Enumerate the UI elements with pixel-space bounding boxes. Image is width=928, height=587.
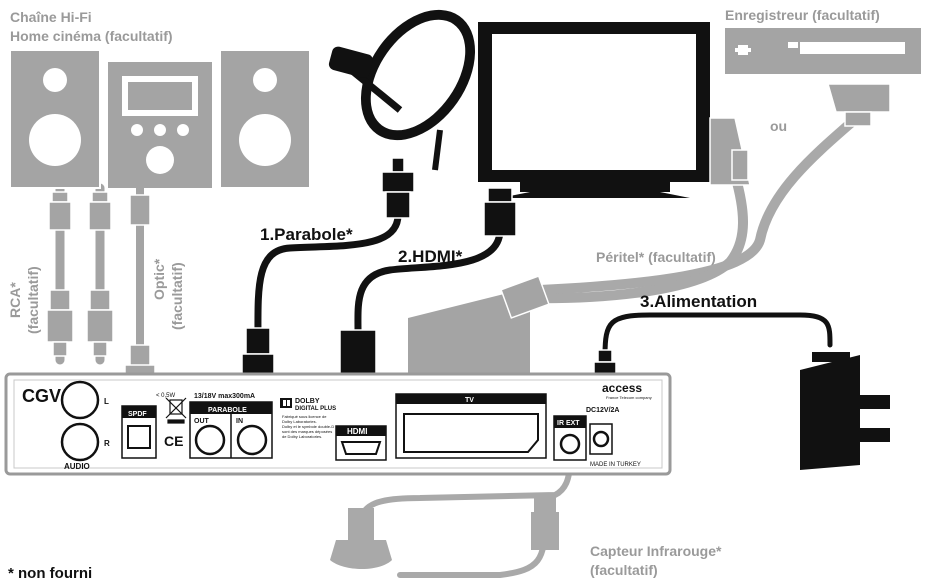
dolby-note-1: Fabriqué sous licence de: [282, 414, 327, 419]
rca-label: RCA* (facultatif): [7, 266, 41, 334]
power-cable: [602, 312, 833, 358]
dc-port: [589, 423, 613, 455]
audio-r-label: R: [104, 439, 110, 448]
parabole-ports: [189, 401, 273, 459]
tv-port-label: TV: [465, 397, 474, 404]
hifi-speaker-left: [9, 49, 101, 189]
peritel-connector-icon: [408, 275, 550, 380]
optic-label-line1: Optic*: [151, 258, 167, 300]
dolby-line2: DIGITAL PLUS: [295, 406, 336, 412]
ir-ext-port: [553, 415, 587, 461]
parabole-label: 1.Parabole*: [260, 225, 353, 244]
rca-label-line1: RCA*: [7, 282, 23, 318]
audio-jack-r: [60, 422, 100, 462]
audio-label: AUDIO: [64, 462, 90, 471]
recorder-label: Enregistreur (facultatif): [725, 7, 880, 23]
parabole-plug-icon: [241, 157, 415, 391]
dolby-logo-icon: [280, 398, 292, 408]
out-label: OUT: [194, 418, 210, 425]
made-in: MADE IN TURKEY: [590, 462, 641, 468]
parabole-port-label: PARABOLE: [208, 407, 247, 414]
rca-label-line2: (facultatif): [25, 266, 41, 334]
recorder-icon: [725, 28, 921, 74]
weee-bin-icon: [165, 397, 187, 424]
in-label: IN: [236, 418, 243, 425]
dolby-note-4: sont des marques déposées: [282, 429, 332, 434]
optic-label-line2: (facultatif): [169, 262, 185, 330]
alimentation-label: 3.Alimentation: [640, 292, 757, 311]
dolby-line1: DOLBY: [295, 398, 320, 405]
dolby-note-5: de Dolby Laboratories.: [282, 434, 322, 439]
ou-label: ou: [770, 118, 787, 134]
spdf-port: [121, 405, 157, 459]
capteur-label-line2: (facultatif): [590, 562, 658, 578]
peritel-label: Péritel* (facultatif): [596, 249, 716, 265]
hdmi-port-label: HDMI: [347, 427, 367, 436]
hdmi-label: 2.HDMI*: [398, 247, 463, 266]
hdmi-port: [335, 425, 387, 461]
ir-ext-label: IR EXT: [557, 420, 580, 427]
tv-icon: [478, 22, 710, 198]
access-sub: France Telecom company: [606, 395, 652, 400]
ce-mark: CE: [164, 433, 183, 449]
dc-rating: DC12V/2A: [586, 407, 619, 414]
hifi-label-line1: Chaîne Hi-Fi: [10, 9, 92, 25]
power-note: < 0,5W: [156, 393, 176, 399]
power-adapter-icon: [800, 352, 890, 470]
hifi-speaker-right: [219, 49, 311, 189]
satellite-dish-icon: [328, 9, 476, 171]
lnb-spec: 13/18V max300mA: [194, 393, 255, 400]
spdf-label: SPDF: [128, 411, 147, 418]
hifi-label-line2: Home cinéma (facultatif): [10, 28, 173, 44]
audio-l-label: L: [104, 397, 109, 406]
rca-plug-icon: [46, 191, 114, 357]
parabole-cable: [254, 211, 402, 349]
capteur-label-line1: Capteur Infrarouge*: [590, 543, 722, 559]
hdmi-cable: [354, 226, 504, 334]
dolby-note-3: Dolby et le symbole double-D: [282, 424, 334, 429]
ir-sensor-icon: [330, 498, 559, 569]
peritel-cable: [515, 110, 865, 304]
peritel-plug-icon: [709, 83, 891, 186]
device-brand: CGV: [22, 386, 61, 406]
non-fourni-note: * non fourni: [8, 565, 92, 582]
optic-label: Optic* (facultatif): [151, 258, 185, 330]
tv-scart-port: [395, 393, 547, 459]
hifi-amplifier: [108, 62, 212, 188]
audio-jack-l: [60, 380, 100, 420]
access-logo: access: [602, 381, 642, 395]
dolby-note-2: Dolby Laboratories.: [282, 419, 317, 424]
